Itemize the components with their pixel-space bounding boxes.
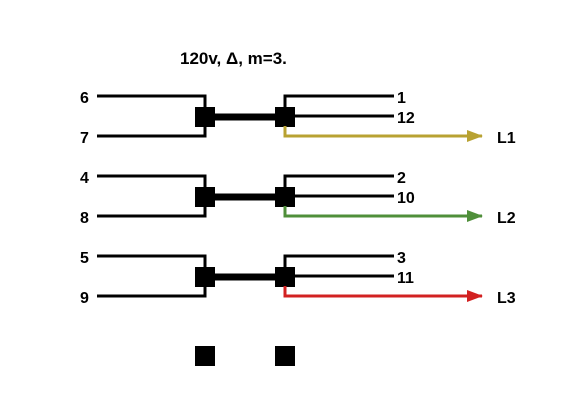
lead-wire-2 xyxy=(283,174,394,188)
line-label-l3: L3 xyxy=(497,290,516,307)
terminal-label: 7 xyxy=(80,130,89,147)
lead-wire-5 xyxy=(97,254,207,268)
line-output-l3 xyxy=(283,286,483,302)
lead-wire-7 xyxy=(97,124,207,138)
connector-block-left-1 xyxy=(195,107,215,127)
winding-group-3: 5 9 3 11 L3 xyxy=(80,250,516,307)
terminal-label: 4 xyxy=(80,170,89,187)
spare-connector-block-right xyxy=(275,346,295,366)
lead-wire-9 xyxy=(97,284,207,298)
line-output-l1 xyxy=(283,126,483,142)
terminal-label: 11 xyxy=(397,270,414,287)
terminal-label: 5 xyxy=(80,250,89,267)
terminal-label: 12 xyxy=(397,110,415,127)
line-label-l1: L1 xyxy=(497,130,516,147)
lead-wire-3 xyxy=(283,254,394,268)
terminal-label: 2 xyxy=(397,170,406,187)
winding-group-1: 6 7 1 12 L1 xyxy=(80,90,516,147)
lead-wire-6 xyxy=(97,94,207,108)
lead-wire-4 xyxy=(97,174,207,188)
connector-block-left-2 xyxy=(195,187,215,207)
spare-connector-block-left xyxy=(195,346,215,366)
terminal-label: 10 xyxy=(397,190,415,207)
line-label-l2: L2 xyxy=(497,210,516,227)
line-output-l2 xyxy=(283,206,483,222)
connector-block-right-1 xyxy=(275,107,295,127)
diagram-title: 120v, Δ, m=3. xyxy=(180,49,287,68)
lead-wire-1 xyxy=(283,94,394,108)
terminal-label: 6 xyxy=(80,90,89,107)
lead-wire-8 xyxy=(97,204,207,218)
terminal-label: 3 xyxy=(397,250,406,267)
connector-block-left-3 xyxy=(195,267,215,287)
connector-block-right-2 xyxy=(275,187,295,207)
terminal-label: 9 xyxy=(80,290,89,307)
terminal-label: 8 xyxy=(80,210,89,227)
winding-group-2: 4 8 2 10 L2 xyxy=(80,170,516,227)
connector-block-right-3 xyxy=(275,267,295,287)
terminal-label: 1 xyxy=(397,90,406,107)
